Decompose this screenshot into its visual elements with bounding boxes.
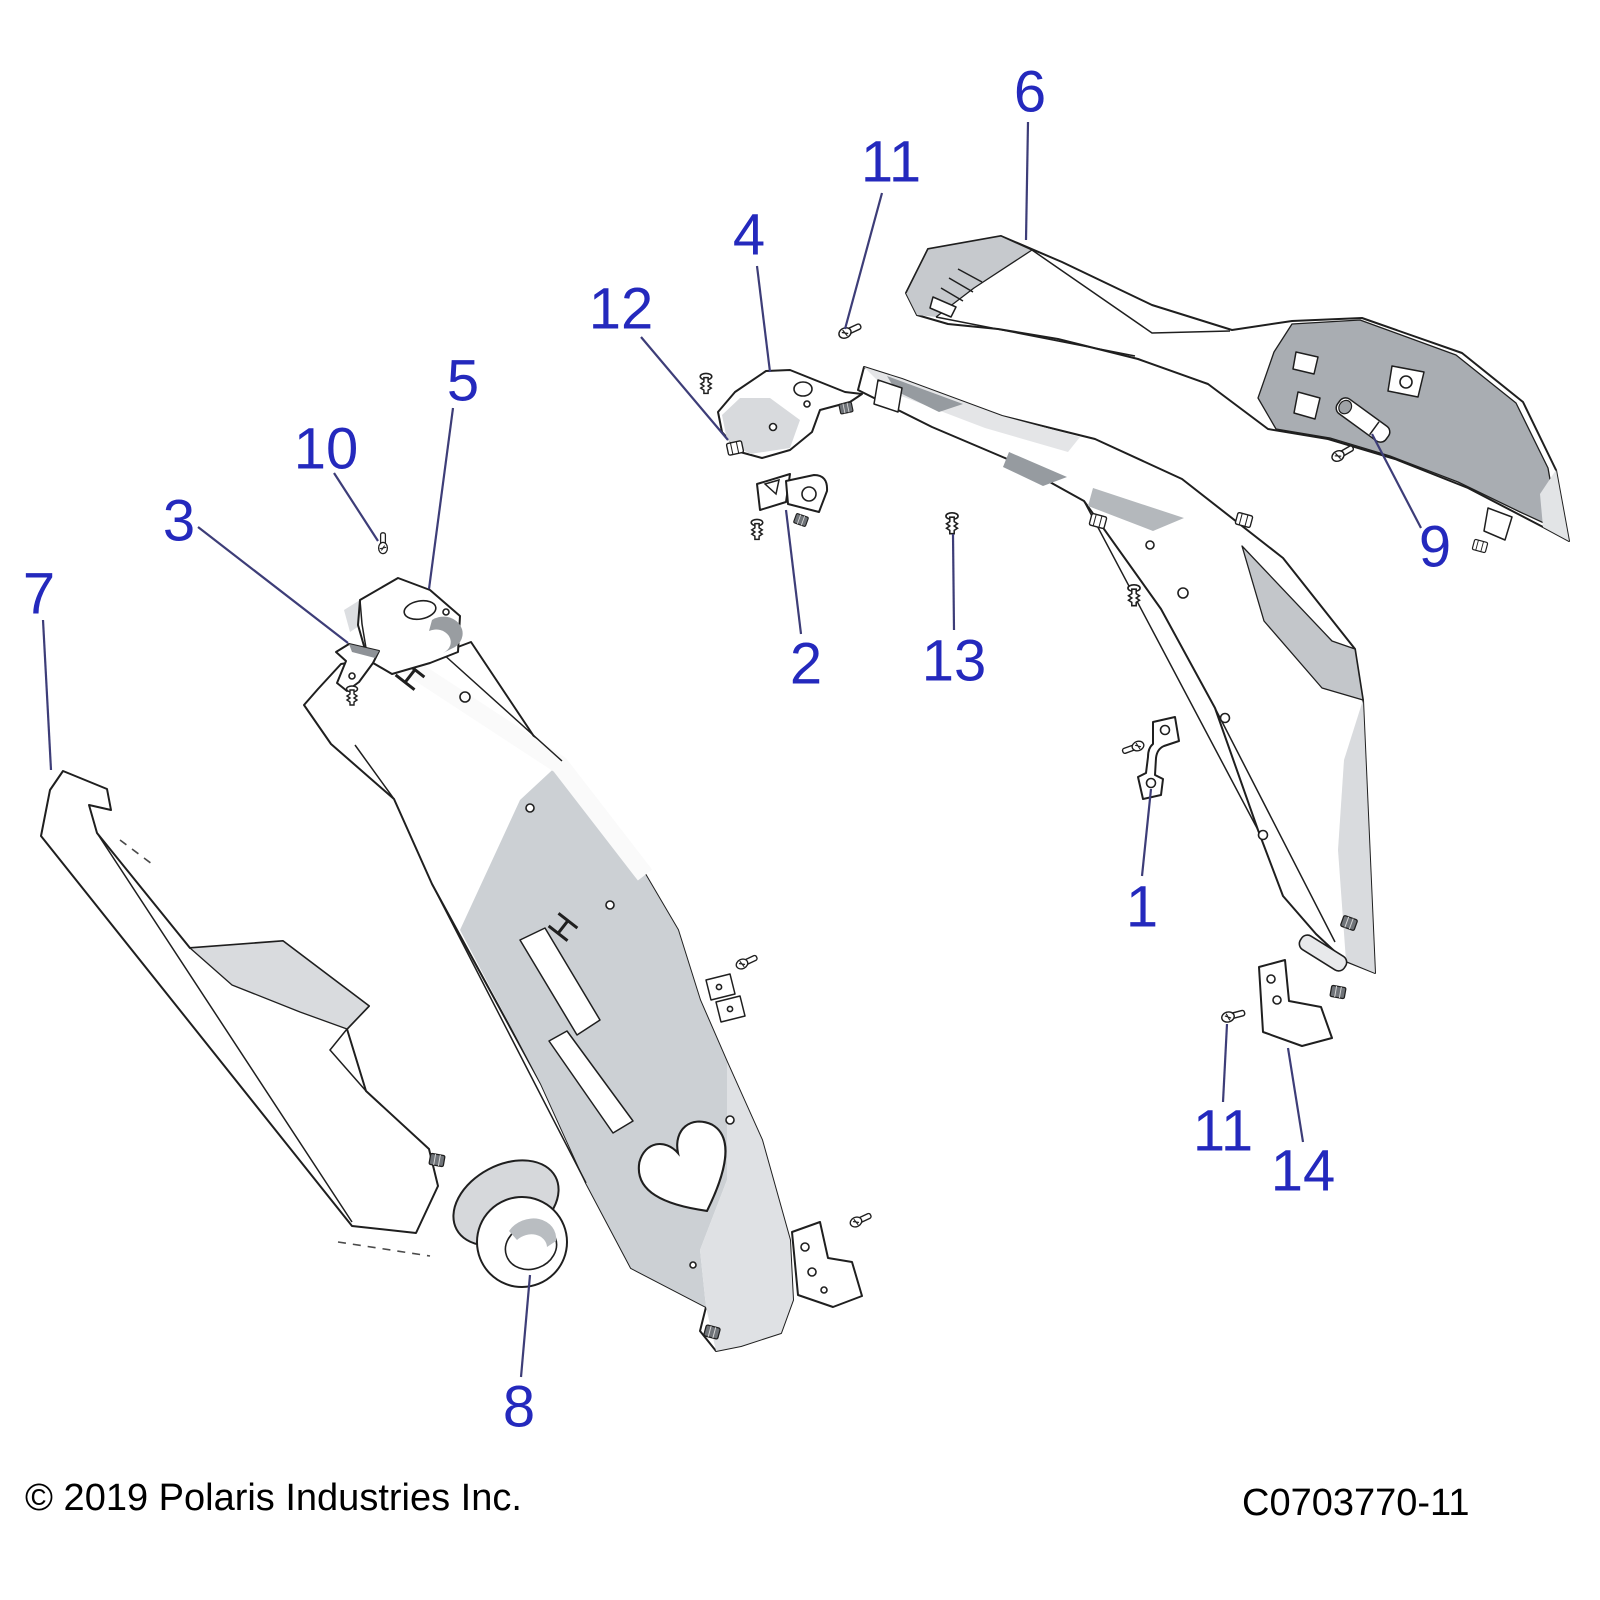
callout-13-label: 13 bbox=[922, 629, 987, 694]
callout-14-leader bbox=[1286, 1047, 1305, 1143]
callout-11-leader bbox=[1221, 1023, 1229, 1103]
bracket-item-14 bbox=[1219, 959, 1333, 1047]
clip-icon bbox=[1471, 538, 1489, 554]
push-pin-icon bbox=[699, 372, 713, 395]
copyright-text: © 2019 Polaris Industries Inc. bbox=[25, 1477, 522, 1519]
callout-12-leader bbox=[640, 336, 729, 441]
callout-4-label: 4 bbox=[733, 203, 765, 268]
callout-7-label: 7 bbox=[23, 562, 55, 627]
part-9-strip bbox=[1329, 397, 1391, 465]
callout-7-leader bbox=[41, 619, 53, 771]
callout-6-label: 6 bbox=[1014, 60, 1046, 125]
callout-11-label: 11 bbox=[1193, 1099, 1253, 1164]
part-code-text: C0703770-11 bbox=[1242, 1482, 1469, 1524]
center-fender-panel bbox=[303, 641, 794, 1352]
callout-3-label: 3 bbox=[163, 489, 195, 554]
callout-5-label: 5 bbox=[447, 349, 479, 414]
part-8-grommet bbox=[452, 1159, 568, 1288]
screw-icon bbox=[836, 320, 864, 341]
heart-shaped-cutout bbox=[637, 1120, 727, 1213]
callout-6-leader bbox=[1024, 121, 1030, 241]
callout-9-leader bbox=[1371, 433, 1422, 529]
screw-icon bbox=[733, 952, 760, 972]
callout-10-label: 10 bbox=[294, 417, 359, 482]
screw-icon bbox=[1120, 738, 1146, 757]
callout-4-leader bbox=[755, 265, 772, 373]
clip-icon bbox=[838, 401, 854, 415]
callout-12-label: 12 bbox=[589, 277, 654, 342]
callout-1-label: 1 bbox=[1126, 875, 1158, 940]
callout-8-leader bbox=[519, 1274, 532, 1378]
bracket-item-3 bbox=[335, 532, 389, 706]
screw-icon bbox=[1329, 442, 1357, 465]
clip-icon bbox=[792, 512, 810, 528]
clip-icon bbox=[428, 1152, 446, 1168]
clip-icon bbox=[1329, 984, 1347, 1000]
callout-5-leader bbox=[427, 407, 455, 590]
callout-11-label: 11 bbox=[861, 130, 921, 195]
part-7-side-panel bbox=[40, 770, 446, 1257]
right-fender-panel bbox=[857, 366, 1376, 1000]
screw-icon bbox=[377, 532, 389, 555]
part-6-upper-cover bbox=[905, 235, 1570, 554]
callout-11-leader bbox=[843, 192, 884, 330]
push-pin-icon bbox=[750, 518, 764, 541]
callout-1-leader bbox=[1140, 788, 1153, 877]
part-4-mount-panel bbox=[699, 320, 864, 459]
callout-2-leader bbox=[784, 509, 803, 635]
bottom-l-bracket bbox=[791, 1210, 874, 1308]
screw-icon bbox=[1219, 1007, 1247, 1025]
bracket-item-2 bbox=[750, 473, 829, 541]
z-plate-clips bbox=[705, 952, 760, 1023]
callout-2-label: 2 bbox=[790, 632, 822, 697]
callout-10-leader bbox=[333, 472, 379, 542]
screw-icon bbox=[847, 1210, 874, 1230]
bracket-item-1 bbox=[1120, 716, 1180, 800]
callout-9-label: 9 bbox=[1419, 515, 1451, 580]
callout-13-leader bbox=[951, 533, 956, 631]
part-5-support-header bbox=[344, 577, 463, 675]
callout-3-leader bbox=[197, 526, 349, 644]
clip-icon bbox=[725, 439, 745, 457]
push-pin-icon bbox=[945, 511, 959, 535]
callout-8-label: 8 bbox=[503, 1375, 535, 1440]
callout-14-label: 14 bbox=[1271, 1139, 1336, 1204]
